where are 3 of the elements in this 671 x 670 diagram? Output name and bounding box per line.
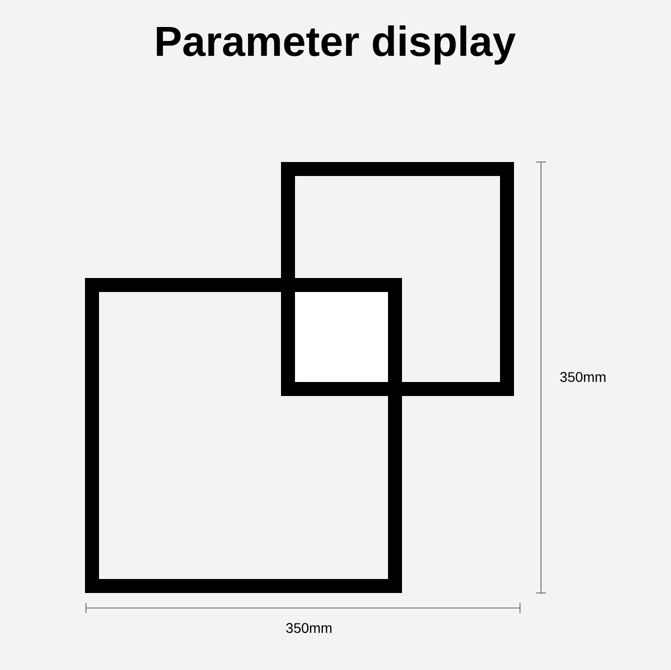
dimension-label: 350mm (286, 623, 332, 633)
dimension-label: 350mm (560, 372, 606, 382)
title: Parameter display (156, 25, 516, 65)
